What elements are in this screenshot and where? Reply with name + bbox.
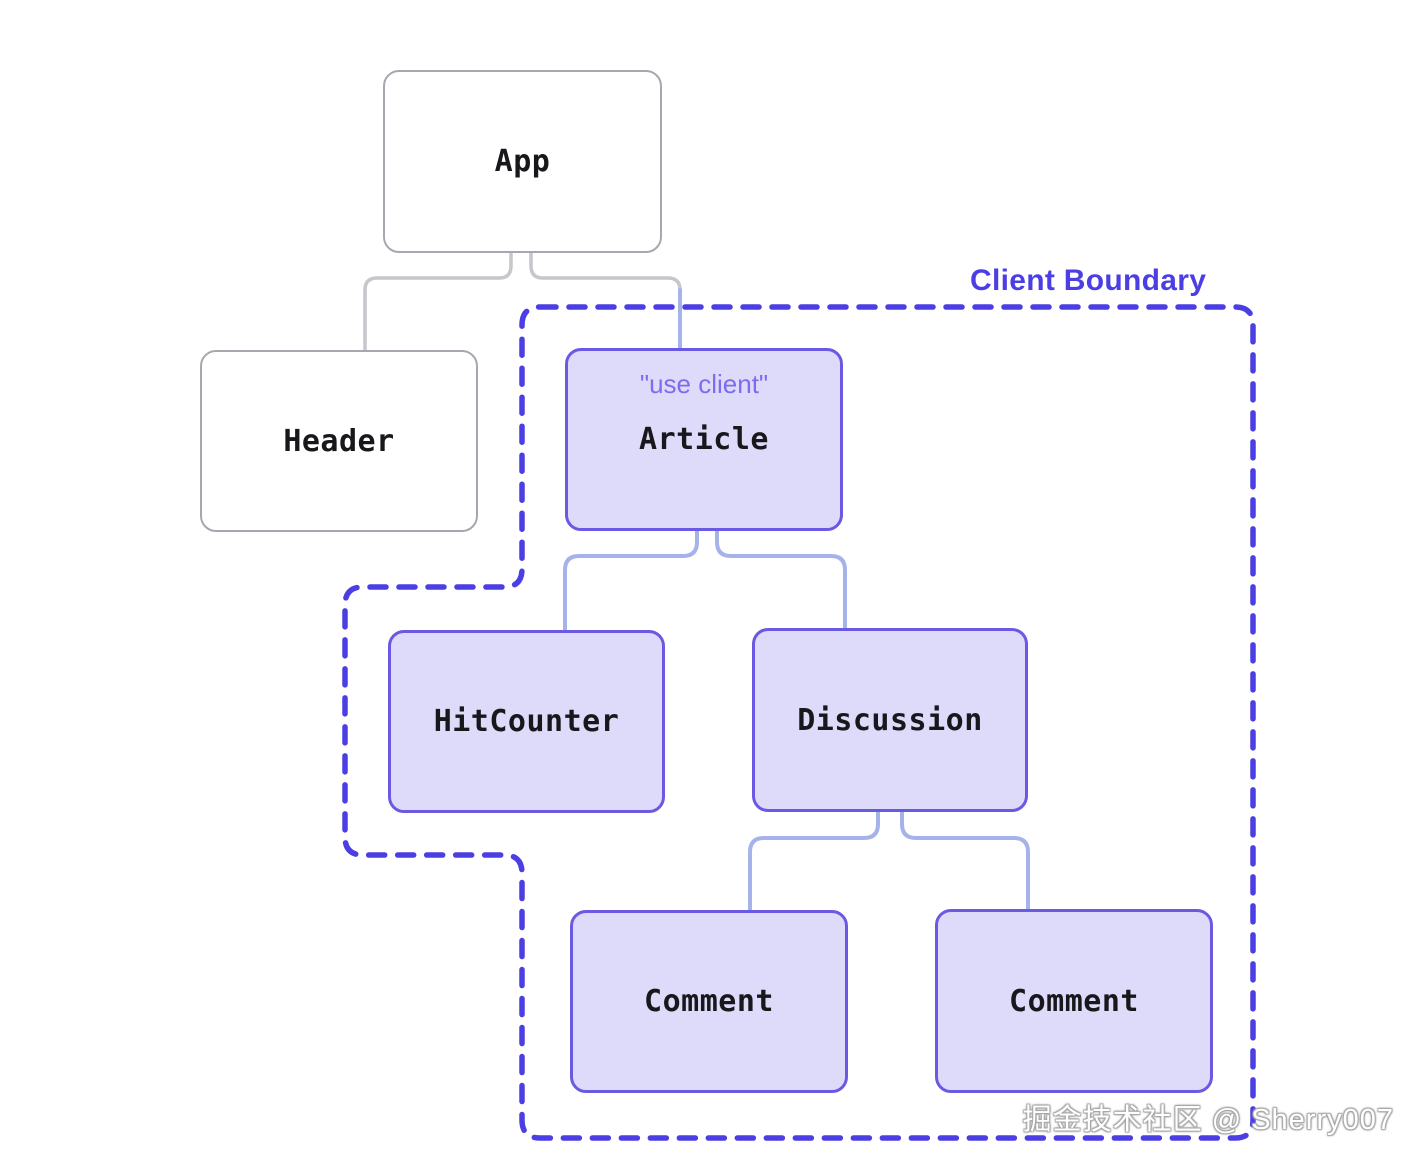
edge-discussion-comment-left — [748, 811, 880, 912]
node-header: Header — [200, 350, 478, 532]
node-hitcounter: HitCounter — [388, 630, 665, 813]
node-comment-right: Comment — [935, 909, 1213, 1093]
node-discussion-label: Discussion — [797, 702, 983, 738]
use-client-directive: "use client" — [639, 369, 769, 399]
edge-article-hitcounter — [563, 530, 699, 632]
edge-app-article-server-part — [529, 251, 682, 292]
client-boundary-label: Client Boundary — [970, 264, 1207, 297]
node-comment-left: Comment — [570, 910, 848, 1093]
node-app-label: App — [494, 144, 551, 179]
node-article-label: Article — [639, 422, 769, 457]
edge-app-header — [363, 251, 513, 352]
watermark: 掘金技术社区 @ Sherry007 — [1022, 1104, 1394, 1136]
client-boundary-outline — [342, 304, 1256, 1141]
node-comment-right-label: Comment — [1009, 983, 1139, 1019]
node-article: "use client" Article — [565, 348, 843, 531]
node-header-label: Header — [283, 423, 395, 459]
node-discussion: Discussion — [752, 628, 1028, 812]
edge-discussion-comment-right — [900, 811, 1030, 911]
node-app: App — [383, 70, 662, 253]
node-hitcounter-label: HitCounter — [433, 704, 620, 739]
node-comment-left-label: Comment — [644, 984, 774, 1019]
edge-article-discussion — [715, 530, 847, 630]
